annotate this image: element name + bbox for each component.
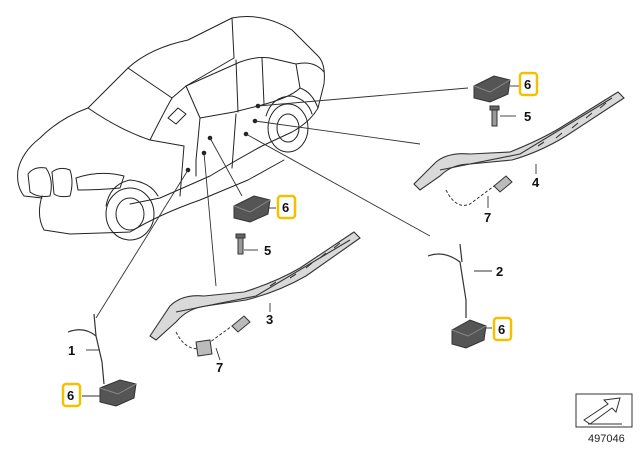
document-number: 497046 xyxy=(588,433,625,445)
part-6-sensor-right xyxy=(451,319,487,349)
callout-6-right-label: 6 xyxy=(498,322,505,337)
leader-lines xyxy=(95,87,469,319)
callout-6-mid-label: 6 xyxy=(282,200,289,215)
part-7-cable-right xyxy=(445,175,513,206)
part-6-sensor-bottom xyxy=(99,379,137,407)
callout-6-bottom: 6 xyxy=(61,382,82,408)
arrow-view-icon xyxy=(575,393,633,428)
callout-6-top-label: 6 xyxy=(524,77,531,92)
part-3-side-rail-left xyxy=(149,231,361,341)
callout-6-bottom-label: 6 xyxy=(67,388,74,403)
callout-2: 2 xyxy=(496,264,503,279)
callout-4: 4 xyxy=(532,175,540,190)
part-6-sensor-mid xyxy=(233,195,271,223)
callout-6-mid: 6 xyxy=(276,194,297,220)
part-2-cable-right xyxy=(427,243,467,318)
part-5-screw-mid xyxy=(235,233,246,255)
part-6-sensor-top xyxy=(473,75,511,103)
part-5-screw-top xyxy=(489,105,500,127)
callout-6-top: 6 xyxy=(518,71,539,97)
part-1-cable-left xyxy=(67,313,105,385)
callout-5-mid: 5 xyxy=(264,243,271,258)
part-4-side-rail-right xyxy=(413,91,625,191)
callout-ticks xyxy=(82,85,537,397)
part-7-cable-left xyxy=(175,315,251,357)
callout-6-right: 6 xyxy=(492,316,513,342)
callout-1: 1 xyxy=(68,343,75,358)
callout-7-right: 7 xyxy=(484,210,491,225)
callout-3: 3 xyxy=(266,312,273,327)
callout-7-left: 7 xyxy=(216,360,223,375)
car-illustration xyxy=(17,16,325,241)
callout-5-top: 5 xyxy=(524,109,531,124)
